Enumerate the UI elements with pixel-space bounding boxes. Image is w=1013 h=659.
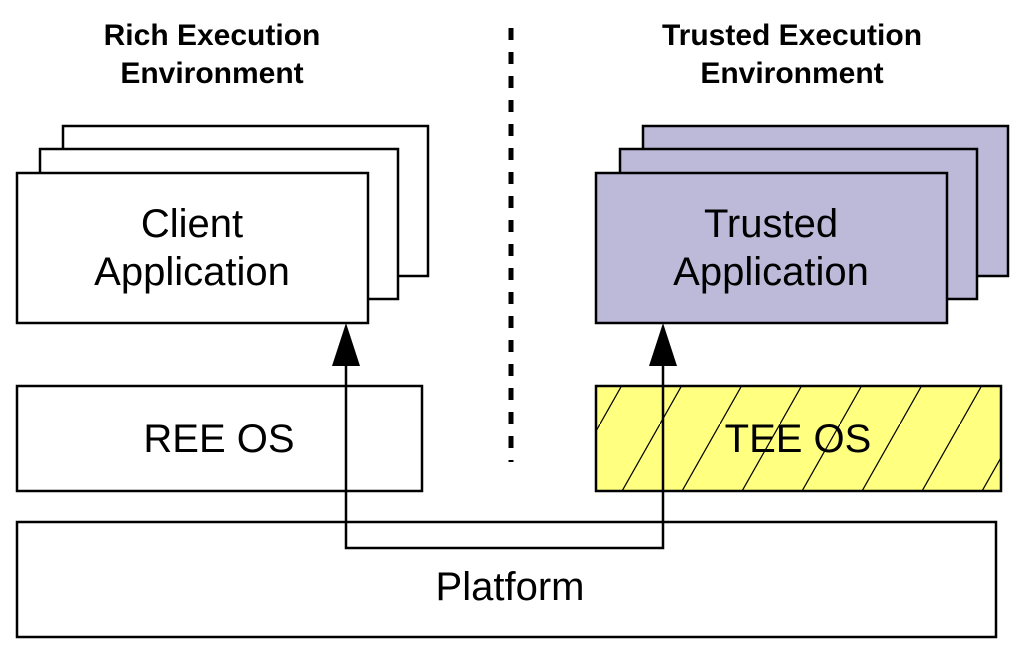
platform-box: Platform <box>15 520 998 639</box>
arrow-to-trusted-app <box>649 323 677 366</box>
ree-heading-line2: Environment <box>120 57 303 90</box>
tee-os-box: TEE OS <box>594 384 1003 493</box>
trusted-app-label-line2: Application <box>673 250 869 294</box>
communication-path-line <box>344 362 665 550</box>
ree-os-box: REE OS <box>15 384 424 493</box>
client-app-label-line1: Client <box>141 202 243 246</box>
tee-os-label: TEE OS <box>725 417 872 461</box>
client-app-label-line2: Application <box>94 250 290 294</box>
trusted-application-stack: Trusted Application <box>594 124 1010 325</box>
arrow-to-client-app <box>332 323 360 366</box>
trusted-app-front-card <box>594 171 949 325</box>
ree-os-label: REE OS <box>143 417 294 461</box>
client-app-front-card <box>15 171 370 325</box>
tee-heading-line2: Environment <box>700 57 883 90</box>
communication-path <box>332 323 677 550</box>
trusted-app-label-line1: Trusted <box>704 202 838 246</box>
tee-heading-line1: Trusted Execution <box>662 19 922 52</box>
platform-label: Platform <box>436 565 585 609</box>
client-application-stack: Client Application <box>15 124 430 325</box>
ree-heading-line1: Rich Execution <box>104 19 321 52</box>
